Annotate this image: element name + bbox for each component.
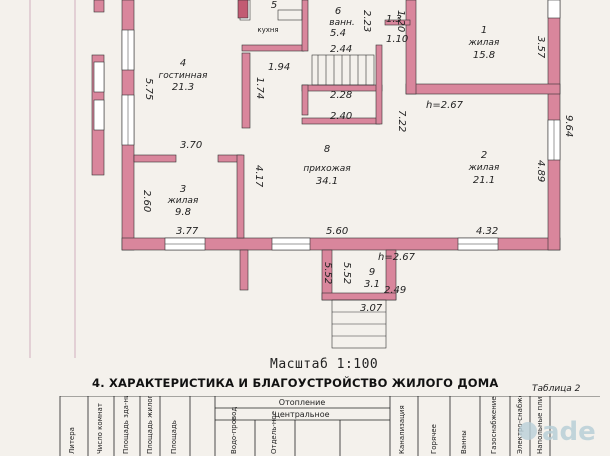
svg-text:15.8: 15.8 bbox=[473, 50, 495, 61]
heating-header: Отопление bbox=[279, 398, 326, 407]
heating-subheader: центральное bbox=[274, 410, 329, 419]
svg-text:3.70: 3.70 bbox=[180, 140, 202, 151]
svg-text:3: 3 bbox=[180, 184, 186, 195]
svg-text:Ванны: Ванны bbox=[460, 430, 468, 454]
svg-text:8: 8 bbox=[324, 144, 330, 155]
svg-text:гостинная: гостинная bbox=[159, 71, 209, 81]
svg-text:4: 4 bbox=[180, 58, 186, 69]
svg-text:ade: ade bbox=[542, 417, 596, 447]
svg-text:3.77: 3.77 bbox=[176, 226, 199, 237]
svg-text:3.57: 3.57 bbox=[535, 36, 546, 59]
svg-text:3.1: 3.1 bbox=[364, 279, 380, 290]
window-lines bbox=[127, 30, 555, 245]
svg-text:34.1: 34.1 bbox=[316, 176, 338, 187]
staircase bbox=[311, 54, 375, 86]
svg-text:Напольные плиты: Напольные плиты bbox=[536, 396, 544, 454]
table-headers: Литера Число комнат Площадь зда-ния (НБ)… bbox=[68, 396, 544, 454]
svg-text:Площадь зда-ния (НБ), м кв.: Площадь зда-ния (НБ), м кв. bbox=[122, 396, 130, 454]
svg-text:2.23: 2.23 bbox=[361, 10, 372, 32]
wall bbox=[93, 0, 105, 13]
svg-text:Площадь: Площадь bbox=[170, 420, 178, 454]
svg-text:5.60: 5.60 bbox=[326, 226, 348, 237]
svg-text:5.4: 5.4 bbox=[330, 28, 346, 39]
site-watermark: ade bbox=[519, 417, 596, 447]
table-grid bbox=[59, 396, 600, 456]
svg-text:4.32: 4.32 bbox=[476, 226, 498, 237]
svg-text:5: 5 bbox=[271, 0, 277, 11]
room-label-6: 6 ванн. 5.4 bbox=[329, 6, 354, 39]
svg-text:4.17: 4.17 bbox=[253, 165, 264, 188]
svg-text:7.22: 7.22 bbox=[396, 110, 407, 132]
scale-label: Масштаб 1:100 bbox=[270, 357, 379, 372]
svg-text:ванн.: ванн. bbox=[329, 18, 354, 28]
svg-text:1.74: 1.74 bbox=[254, 77, 265, 99]
room-label-4: 4 гостинная 21.3 bbox=[159, 58, 209, 93]
svg-text:6: 6 bbox=[335, 6, 341, 17]
svg-text:Число комнат: Число комнат bbox=[96, 403, 104, 454]
svg-text:5.75: 5.75 bbox=[143, 78, 154, 100]
kitchen-label: кухня bbox=[257, 26, 278, 34]
svg-text:жилая: жилая bbox=[468, 163, 500, 173]
table-number: Таблица 2 bbox=[532, 384, 581, 394]
svg-text:h=2.67: h=2.67 bbox=[426, 100, 464, 111]
svg-text:21.3: 21.3 bbox=[172, 82, 194, 93]
room-label-5: 5 bbox=[271, 0, 277, 11]
svg-text:1.3: 1.3 bbox=[386, 14, 402, 25]
svg-text:Канализация: Канализация bbox=[398, 405, 406, 454]
svg-text:2.44: 2.44 bbox=[330, 44, 352, 55]
svg-text:Площадь жилого (Бытовое) м кв: Площадь жилого (Бытовое) м кв bbox=[146, 396, 154, 454]
svg-text:3.07: 3.07 bbox=[360, 303, 383, 314]
svg-text:Газоснабжение: Газоснабжение bbox=[490, 396, 498, 454]
dimension-labels: 5.75 1.94 1.74 2.44 2.28 2.40 7.22 3.70 … bbox=[141, 10, 574, 314]
svg-text:1.10: 1.10 bbox=[386, 34, 408, 45]
svg-text:21.1: 21.1 bbox=[473, 175, 495, 186]
svg-text:2.28: 2.28 bbox=[330, 90, 352, 101]
room-label-9: 9 3.1 bbox=[364, 267, 380, 290]
svg-text:жилая: жилая bbox=[468, 38, 500, 48]
floor-plan: 1 жилая 15.8 2 жилая 21.1 3 жилая 9.8 4 … bbox=[29, 0, 574, 358]
svg-text:Горячее: Горячее bbox=[430, 424, 438, 454]
characteristics-table: Отопление центральное Литера Число комна… bbox=[59, 396, 600, 456]
svg-text:4.89: 4.89 bbox=[535, 160, 546, 182]
room-label-8: 8 прихожая 34.1 bbox=[303, 144, 351, 187]
svg-text:5.52: 5.52 bbox=[322, 262, 333, 284]
svg-text:Водо-провод: Водо-провод bbox=[230, 407, 238, 454]
porch bbox=[239, 249, 397, 349]
section-title: 4. ХАРАКТЕРИСТИКА И БЛАГОУСТРОЙСТВО ЖИЛО… bbox=[92, 376, 499, 390]
svg-text:жилая: жилая bbox=[167, 196, 199, 206]
svg-text:h=2.67: h=2.67 bbox=[378, 252, 416, 263]
sink bbox=[277, 9, 303, 21]
room-label-2: 2 жилая 21.1 bbox=[468, 150, 500, 186]
svg-text:9.64: 9.64 bbox=[563, 115, 574, 137]
room-label-3: 3 жилая 9.8 bbox=[167, 184, 199, 218]
svg-text:2.60: 2.60 bbox=[141, 190, 152, 212]
svg-text:1.94: 1.94 bbox=[268, 62, 290, 73]
svg-text:2.49: 2.49 bbox=[384, 285, 406, 296]
svg-text:9: 9 bbox=[369, 267, 375, 278]
svg-text:9.8: 9.8 bbox=[175, 207, 191, 218]
svg-text:Электро-снабжение: Электро-снабжение bbox=[516, 396, 524, 454]
stove bbox=[237, 0, 249, 19]
svg-text:Литера: Литера bbox=[68, 427, 76, 454]
svg-text:Отдель-ное: Отдель-ное bbox=[270, 411, 278, 454]
watermark-dot-icon bbox=[519, 422, 537, 440]
svg-text:5.52: 5.52 bbox=[341, 262, 352, 284]
svg-text:2: 2 bbox=[481, 150, 487, 161]
svg-text:1: 1 bbox=[481, 25, 487, 36]
room-label-1: 1 жилая 15.8 bbox=[468, 25, 500, 61]
interior-walls bbox=[133, 0, 411, 239]
svg-text:2.40: 2.40 bbox=[330, 111, 352, 122]
svg-text:1.20: 1.20 bbox=[395, 10, 406, 32]
svg-text:прихожая: прихожая bbox=[303, 164, 351, 174]
